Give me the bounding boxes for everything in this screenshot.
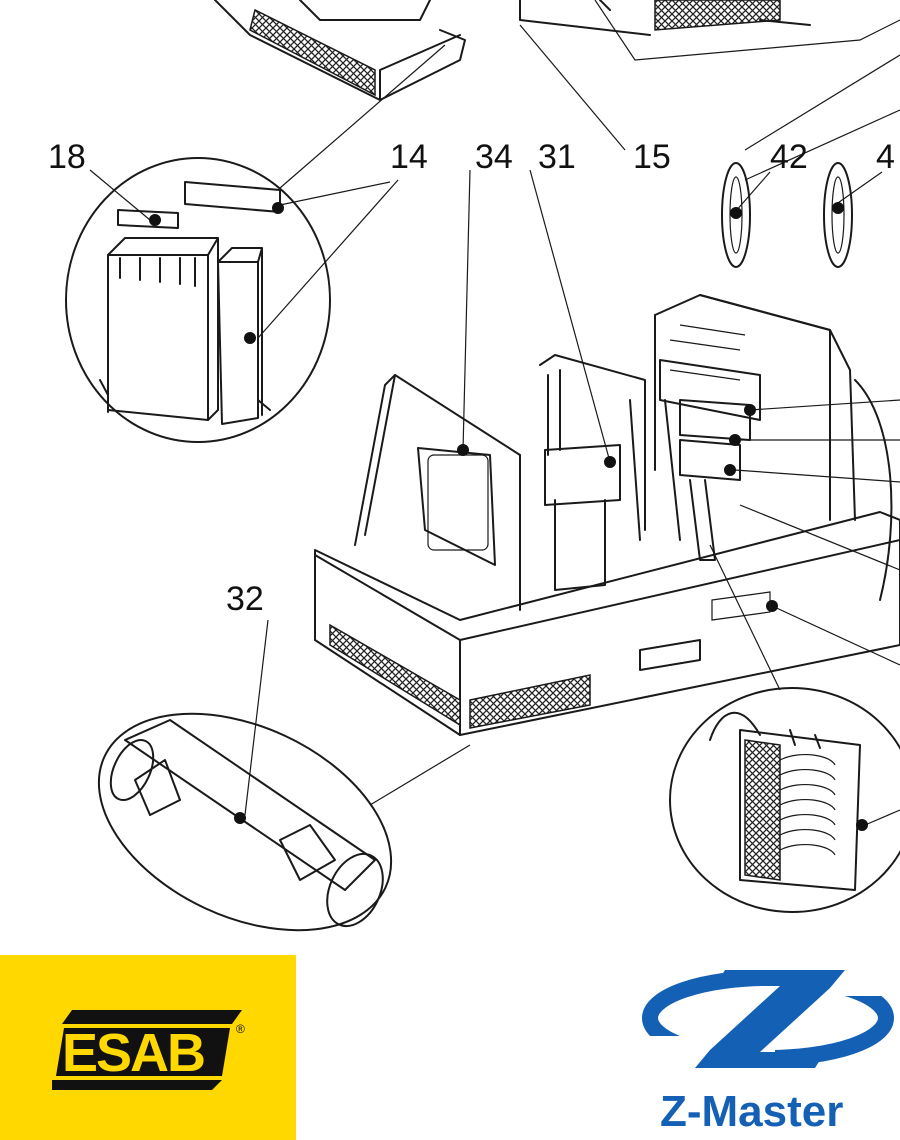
- muffler-detail: [97, 712, 393, 932]
- callout-4: 4: [876, 138, 895, 176]
- callout-34: 34: [475, 138, 513, 176]
- coil-detail: [669, 687, 900, 913]
- callout-32: 32: [226, 580, 264, 618]
- esab-logo-text: ESAB: [62, 1023, 206, 1083]
- esab-logo-mark: [52, 1010, 242, 1090]
- callout-31: 31: [538, 138, 576, 176]
- leader-lines: [89, 0, 900, 826]
- callout-14: 14: [390, 138, 428, 176]
- callout-labels: 18 14 34 31 15 42 4 32: [48, 138, 895, 618]
- top-assembly-part: [214, 0, 811, 101]
- main-chassis-assembly: [314, 294, 900, 736]
- capacitor-detail: [65, 157, 331, 443]
- zmaster-logo-text: Z-Master: [660, 1087, 844, 1136]
- callout-42: 42: [770, 138, 808, 176]
- small-parts-42: [721, 162, 853, 268]
- exploded-parts-diagram: 18 14 34 31 15 42 4 32: [48, 0, 900, 932]
- esab-registered-mark: ®: [236, 1022, 245, 1036]
- callout-15: 15: [633, 138, 671, 176]
- callout-18: 18: [48, 138, 86, 176]
- zmaster-logo-mark: [640, 960, 895, 1080]
